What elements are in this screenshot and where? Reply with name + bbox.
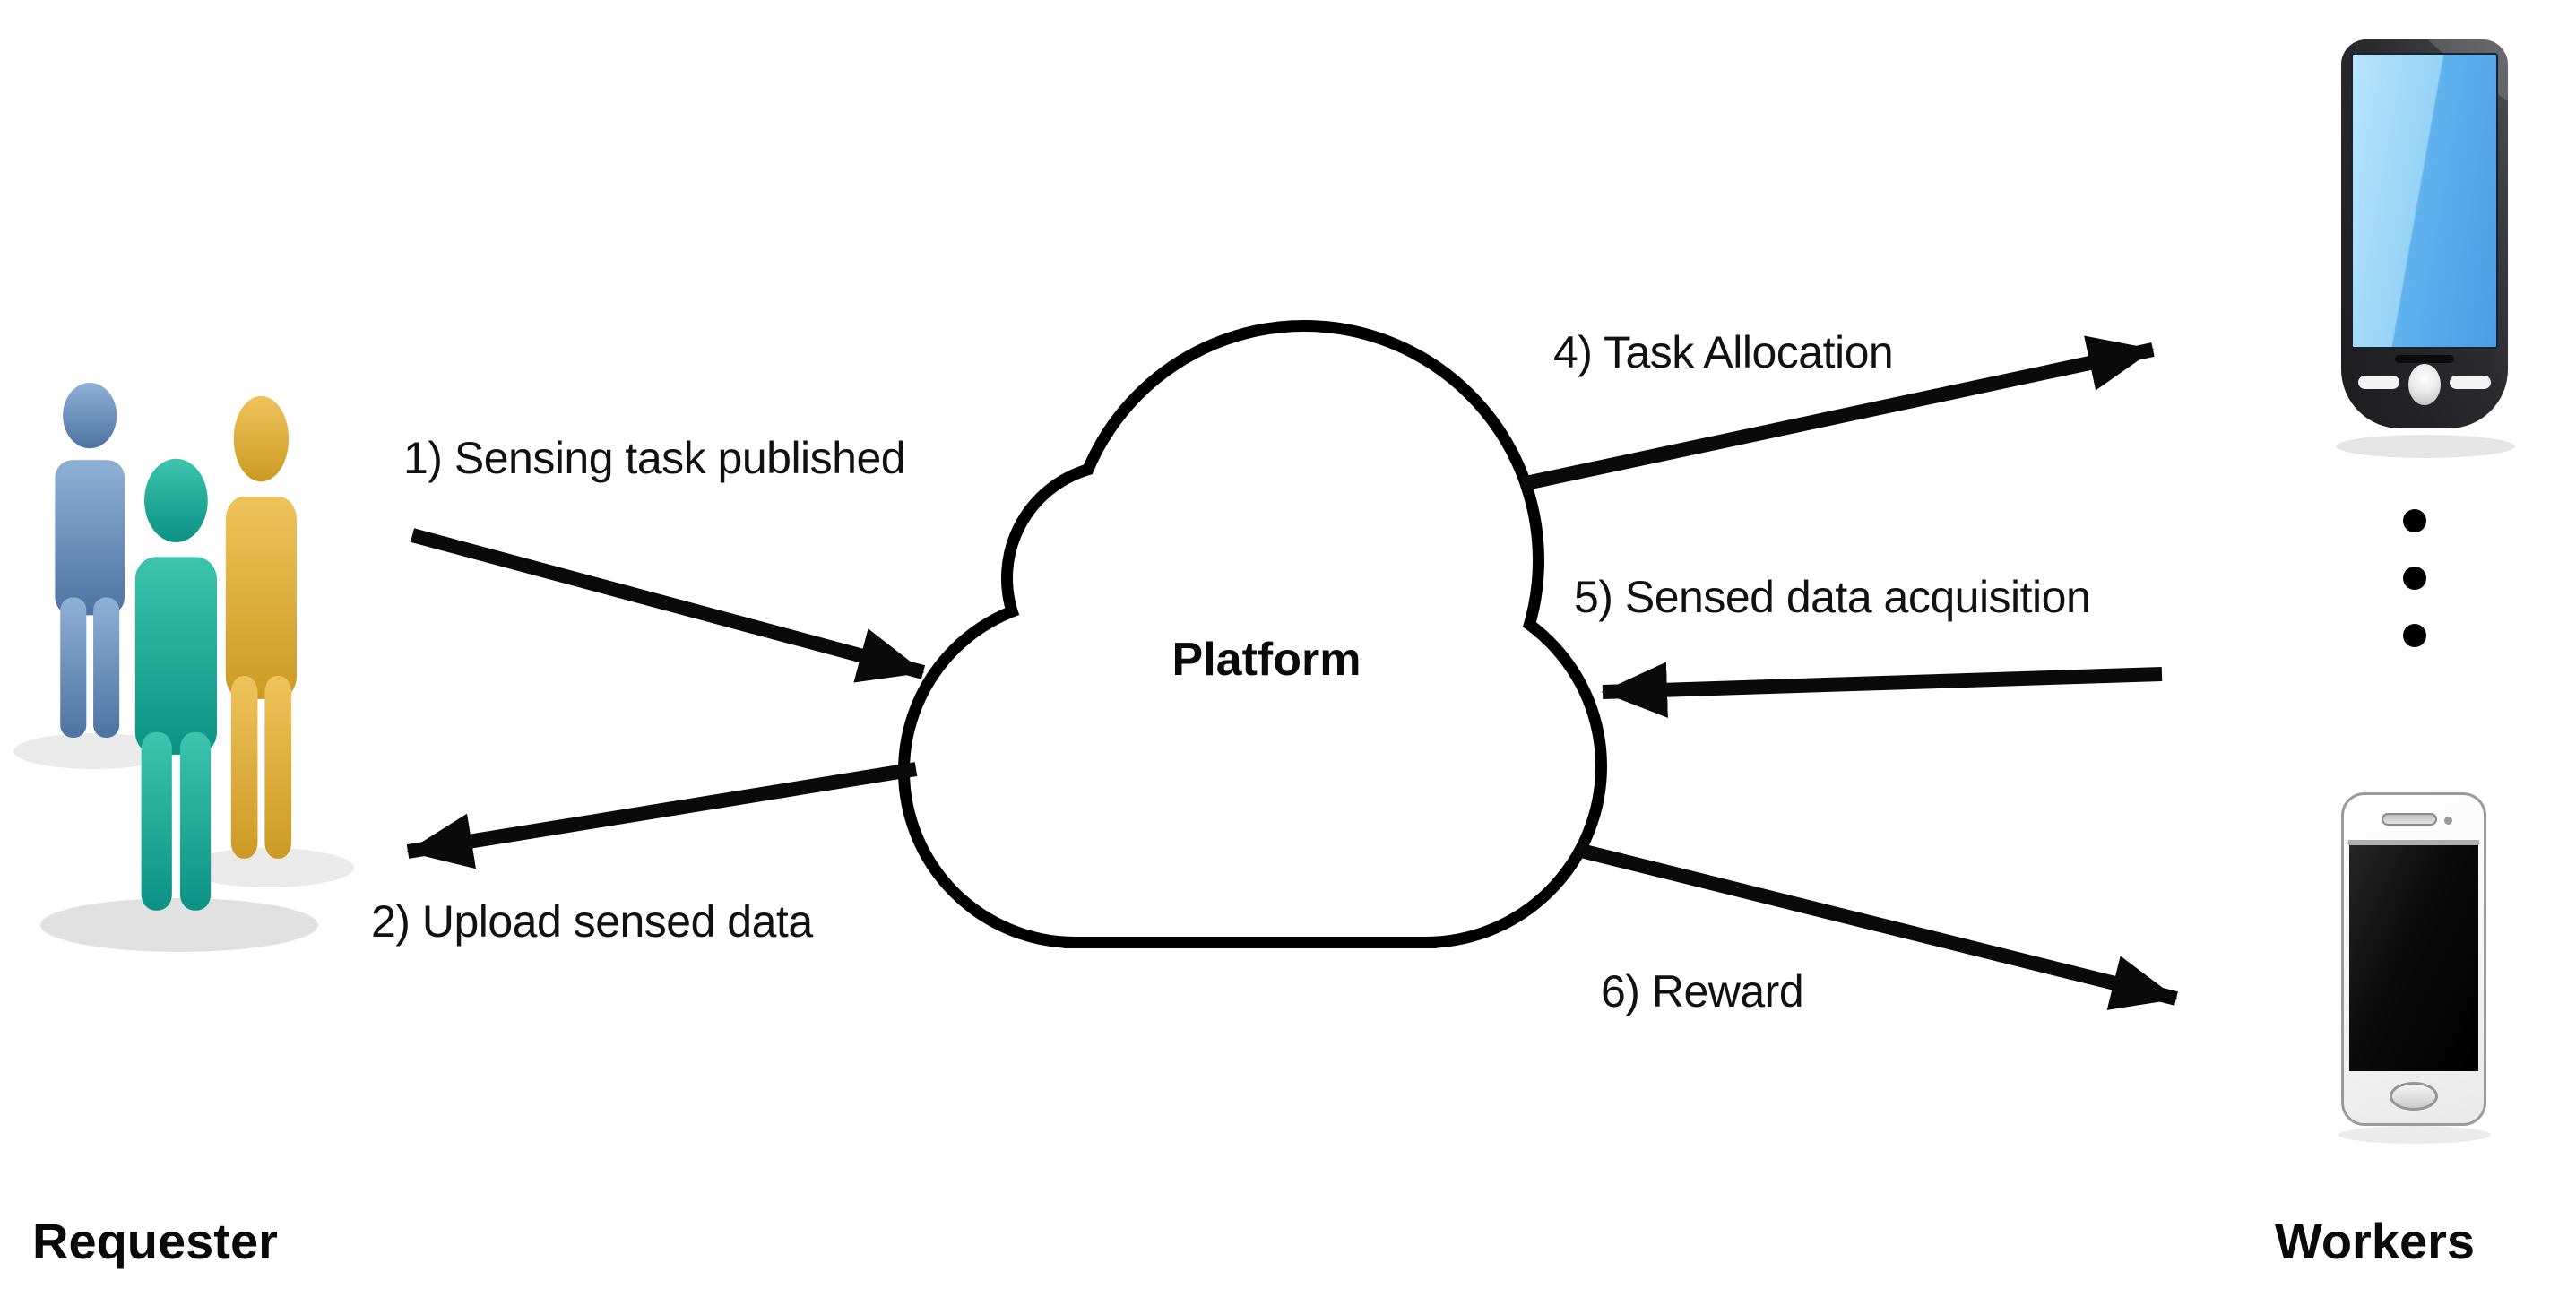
platform-cloud-icon — [898, 320, 1607, 948]
arrow-6-reward — [1576, 843, 2178, 1010]
phone-bezel-line — [2348, 840, 2479, 845]
person-blue — [55, 382, 125, 738]
requester-title: Requester — [32, 1213, 278, 1269]
phone-soft-button-left — [2358, 376, 2399, 389]
phone-earpiece — [2382, 813, 2438, 826]
arrow-5-sensed-data-acquisition — [1601, 662, 2163, 718]
smartphone-dark-icon — [2341, 39, 2508, 428]
phone-screen — [2349, 845, 2478, 1071]
flow-arrows — [406, 335, 2178, 1010]
flow-label-reward: 6) Reward — [1601, 966, 1804, 1016]
phone-top-shadow — [2336, 435, 2515, 458]
person-gold — [225, 395, 297, 859]
phone-bottom-shadow — [2338, 1126, 2491, 1144]
flow-label-upload-sensed-data: 2) Upload sensed data — [371, 896, 813, 947]
workers-title: Workers — [2275, 1213, 2476, 1269]
flow-label-sensing-task-published: 1) Sensing task published — [403, 433, 906, 483]
phone-home-button — [2390, 1082, 2438, 1111]
more-workers-ellipsis-icon — [2403, 509, 2426, 647]
arrow-4-task-allocation — [1520, 335, 2155, 491]
requester-people-icon — [13, 382, 354, 952]
flow-label-sensed-data-acquisition: 5) Sensed data acquisition — [1574, 572, 2091, 622]
phone-home-button — [2408, 364, 2441, 405]
smartphone-white-icon — [2341, 792, 2486, 1126]
person-teal — [134, 458, 217, 911]
arrow-2-upload-sensed-data — [406, 762, 918, 869]
arrow-1-sensing-task-published — [410, 528, 926, 683]
phone-soft-button-right — [2450, 376, 2491, 389]
phone-screen — [2351, 53, 2498, 349]
phone-speaker-slit — [2395, 355, 2454, 363]
phone-camera-dot — [2444, 817, 2452, 825]
platform-title: Platform — [1171, 634, 1361, 686]
flow-label-task-allocation: 4) Task Allocation — [1553, 327, 1894, 377]
